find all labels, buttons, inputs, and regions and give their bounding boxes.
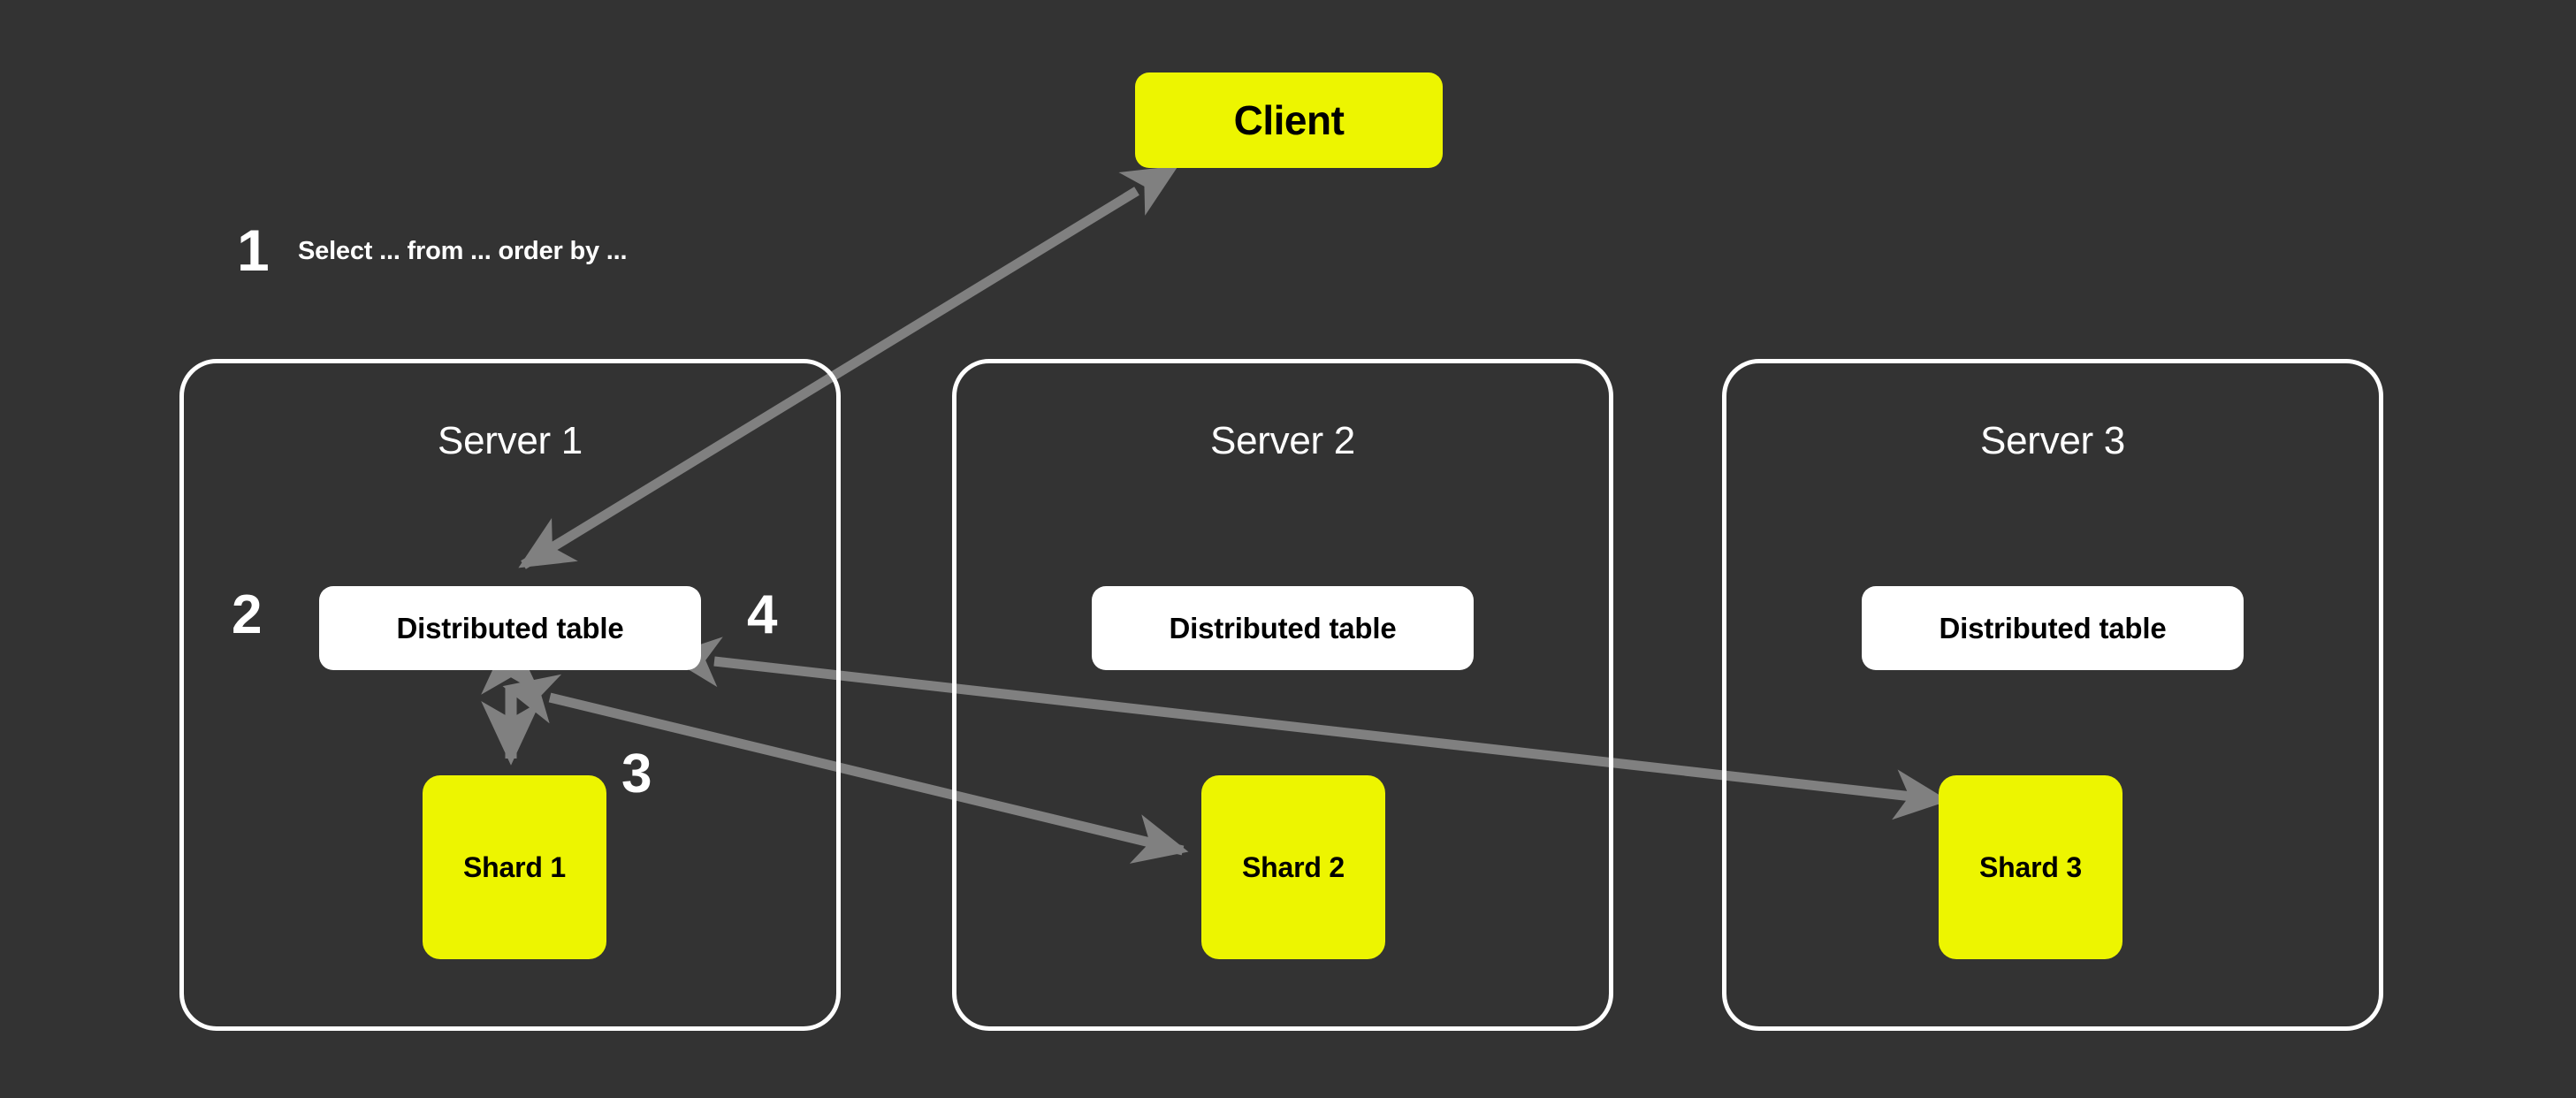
step-marker-3: 3 <box>621 743 652 804</box>
server-panel-2: Server 2 Distributed table Shard 2 <box>952 359 1613 1031</box>
shard-box-1[interactable]: Shard 1 <box>423 775 606 959</box>
server-3-title: Server 3 <box>1980 419 2125 462</box>
distributed-table-server-3[interactable]: Distributed table <box>1862 586 2244 670</box>
step-1-query-text: Select ... from ... order by ... <box>298 237 628 265</box>
step-marker-1: 1 <box>237 217 270 283</box>
distributed-table-label: Distributed table <box>1939 611 2167 644</box>
client-label: Client <box>1233 97 1345 143</box>
distributed-table-label: Distributed table <box>1169 611 1397 644</box>
step-marker-4: 4 <box>747 584 777 645</box>
shard-2-label: Shard 2 <box>1242 850 1345 883</box>
shard-box-3[interactable]: Shard 3 <box>1939 775 2123 959</box>
shard-1-label: Shard 1 <box>463 850 566 883</box>
shard-box-2[interactable]: Shard 2 <box>1201 775 1385 959</box>
server-2-title: Server 2 <box>1210 419 1355 462</box>
server-1-title: Server 1 <box>438 419 583 462</box>
distributed-table-server-1[interactable]: Distributed table <box>319 586 701 670</box>
client-node[interactable]: Client <box>1135 72 1443 168</box>
step-marker-2: 2 <box>232 584 262 645</box>
server-panel-3: Server 3 Distributed table Shard 3 <box>1722 359 2383 1031</box>
server-panel-1: Server 1 Distributed table Shard 1 <box>179 359 841 1031</box>
distributed-table-server-2[interactable]: Distributed table <box>1092 586 1474 670</box>
shard-3-label: Shard 3 <box>1979 850 2082 883</box>
distributed-table-label: Distributed table <box>396 611 624 644</box>
